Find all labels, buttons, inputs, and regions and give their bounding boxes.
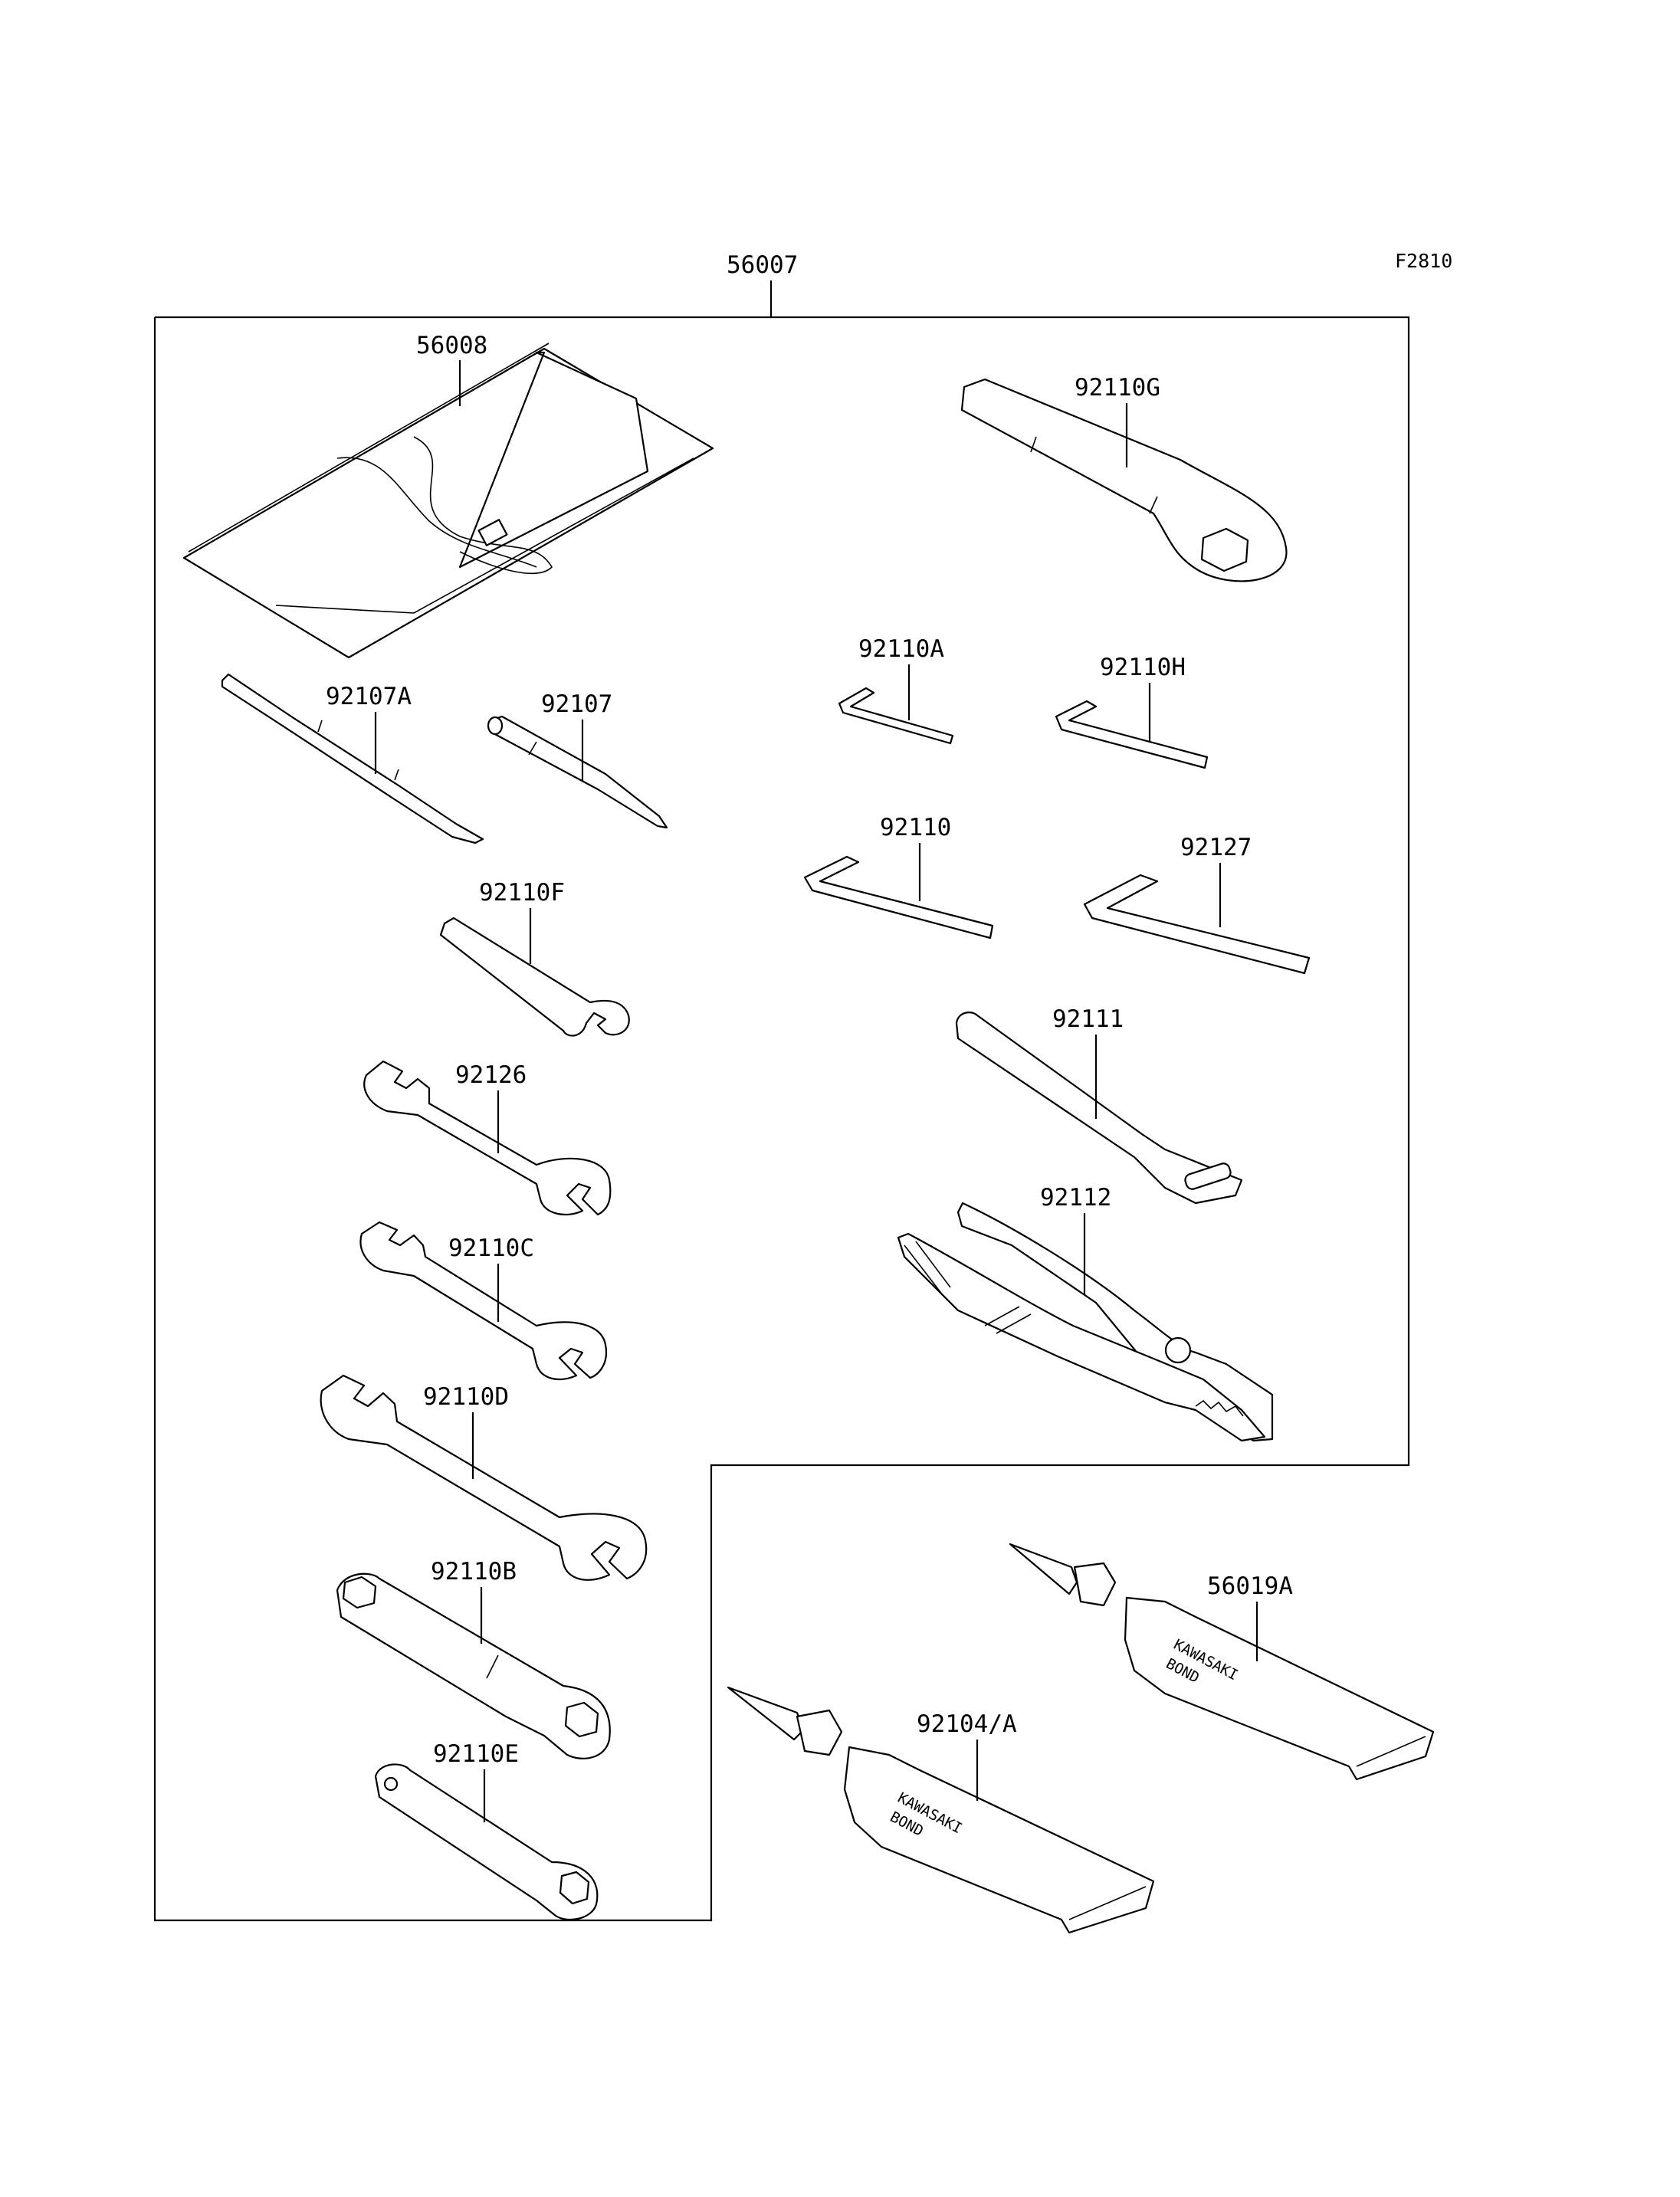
bond-tube-b: KAWASAKI BOND	[727, 1686, 1155, 1934]
label-92110D: 92110D	[423, 1383, 509, 1411]
wrench-d	[320, 1374, 648, 1581]
label-92111: 92111	[1052, 1005, 1124, 1033]
label-56019A: 56019A	[1207, 1572, 1293, 1600]
hex-key-large	[1083, 874, 1311, 975]
label-92110H: 92110H	[1100, 654, 1186, 681]
socket-e	[374, 1763, 599, 1921]
figure-code: F2810	[1395, 250, 1452, 272]
label-92126: 92126	[455, 1061, 527, 1089]
label-92112: 92112	[1040, 1184, 1111, 1212]
socket-b	[336, 1572, 611, 1759]
ring-wrench	[960, 378, 1288, 582]
wrench-f	[439, 917, 630, 1037]
label-92110G: 92110G	[1075, 374, 1160, 402]
label-92110C: 92110C	[448, 1235, 534, 1262]
hex-key-a	[838, 687, 954, 745]
screwdriver	[487, 715, 668, 829]
hex-key-h	[1055, 700, 1209, 769]
label-92127: 92127	[1180, 834, 1252, 861]
label-92107: 92107	[541, 690, 612, 718]
hex-key	[803, 855, 994, 939]
extension-bar	[955, 1012, 1243, 1205]
label-92110: 92110	[880, 814, 951, 841]
pliers	[897, 1202, 1274, 1442]
label-56008: 56008	[416, 332, 487, 359]
screwdriver-a	[221, 673, 484, 844]
label-92104A: 92104/A	[917, 1710, 1017, 1738]
label-92110A: 92110A	[858, 635, 944, 663]
tool-bag	[182, 343, 714, 659]
bond-tube-a: KAWASAKI BOND	[1009, 1543, 1435, 1781]
label-56007: 56007	[727, 251, 798, 279]
kit-frame	[153, 316, 1410, 1922]
label-92110E: 92110E	[433, 1740, 519, 1768]
label-92110F: 92110F	[479, 879, 565, 907]
wrench-c	[359, 1221, 608, 1381]
wrench-126	[363, 1060, 612, 1216]
label-92107A: 92107A	[326, 683, 412, 710]
label-92110B: 92110B	[431, 1558, 517, 1585]
